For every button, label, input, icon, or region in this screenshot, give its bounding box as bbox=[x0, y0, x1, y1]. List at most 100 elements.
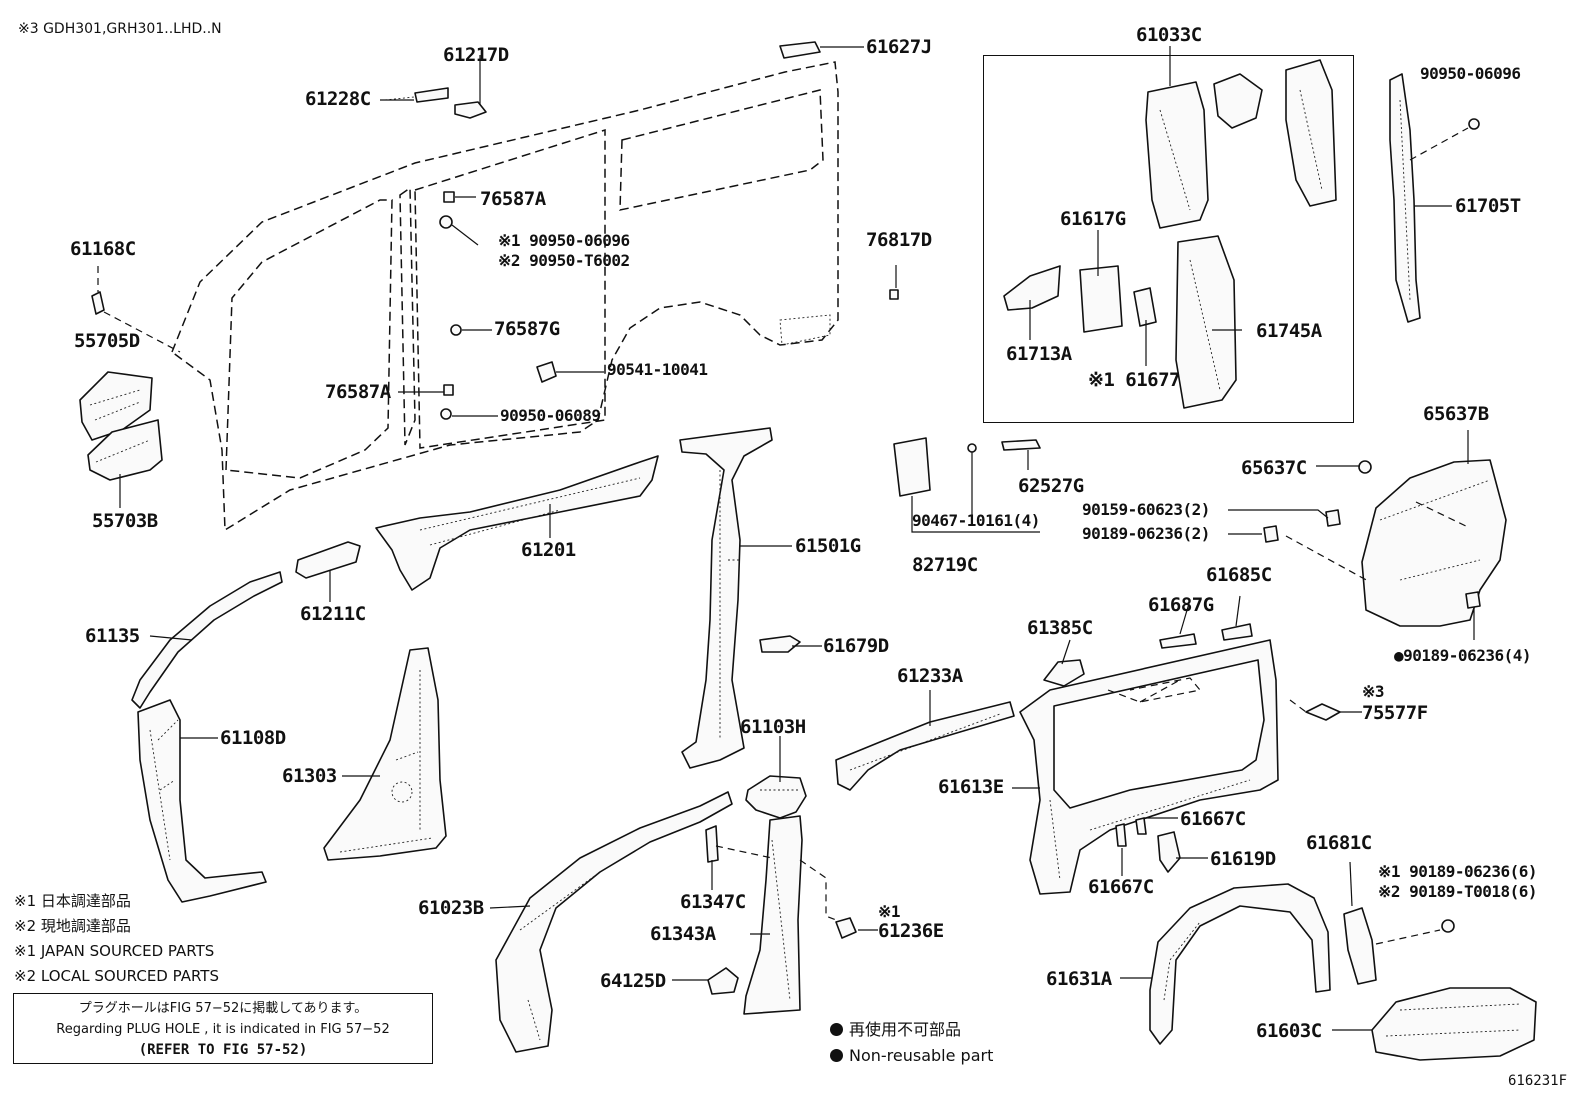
figure-id: 616231F bbox=[1508, 1073, 1568, 1089]
legend-japan-en: ※1 JAPAN SOURCED PARTS bbox=[14, 942, 215, 960]
label-61681C-note2: ※2 90189-T0018(6) bbox=[1378, 882, 1538, 901]
pillar-61108D bbox=[137, 699, 267, 903]
legend-local-en: ※2 LOCAL SOURCED PARTS bbox=[14, 967, 219, 985]
label-55703B: 55703B bbox=[92, 510, 158, 532]
label-61347C: 61347C bbox=[680, 891, 746, 913]
label-90189-06236-2: 90189-06236(2) bbox=[1082, 524, 1210, 543]
label-61228C: 61228C bbox=[305, 88, 371, 110]
label-65637B: 65637B bbox=[1423, 403, 1489, 425]
label-61667C-b: 61667C bbox=[1088, 876, 1154, 898]
plug-hole-note-box: プラグホールはFIG 57−52に掲載してあります。 Regarding PLU… bbox=[13, 993, 433, 1064]
pillar-61705T bbox=[1389, 73, 1480, 323]
screw-90189 bbox=[1441, 919, 1455, 933]
label-61385C: 61385C bbox=[1027, 617, 1093, 639]
model-note: ※3 GDH301,GRH301..LHD..N bbox=[18, 21, 222, 37]
non-reusable-dot-icon bbox=[830, 1023, 843, 1036]
label-61603C: 61603C bbox=[1256, 1020, 1322, 1042]
label-61679D: 61679D bbox=[823, 635, 889, 657]
label-61745A: 61745A bbox=[1256, 320, 1322, 342]
mudflap-82719C bbox=[893, 437, 1041, 533]
part-61681C-shape bbox=[1343, 907, 1377, 985]
plug-note-refer: (REFER TO FIG 57-52) bbox=[138, 1042, 308, 1058]
rail-61233A bbox=[835, 701, 1015, 791]
label-61201: 61201 bbox=[521, 539, 576, 561]
label-61033C: 61033C bbox=[1136, 24, 1202, 46]
label-76587A-top: 76587A bbox=[480, 188, 546, 210]
label-61705T: 61705T bbox=[1455, 195, 1521, 217]
label-90541-10041: 90541-10041 bbox=[607, 360, 708, 379]
label-61236E: 61236E bbox=[878, 920, 944, 942]
label-90467-10161: 90467-10161(4) bbox=[912, 511, 1040, 530]
label-61108D: 61108D bbox=[220, 727, 286, 749]
label-55705D: 55705D bbox=[74, 330, 140, 352]
label-90950-T6002: ※2 90950-T6002 bbox=[498, 251, 630, 270]
part-61679D-shape bbox=[759, 635, 801, 653]
label-61303: 61303 bbox=[282, 765, 337, 787]
panel-61613E bbox=[1019, 639, 1279, 895]
pillar-61501G bbox=[679, 427, 773, 769]
label-61619D: 61619D bbox=[1210, 848, 1276, 870]
label-76587G: 76587G bbox=[494, 318, 560, 340]
label-90189-06236-4: ●90189-06236(4) bbox=[1394, 646, 1532, 665]
label-90159-60623: 90159-60623(2) bbox=[1082, 500, 1210, 519]
label-75577F-mark: ※3 bbox=[1362, 682, 1385, 701]
label-61617G: 61617G bbox=[1060, 208, 1126, 230]
label-61211C: 61211C bbox=[300, 603, 366, 625]
label-61685C: 61685C bbox=[1206, 564, 1272, 586]
label-90950-06089: 90950-06089 bbox=[500, 406, 601, 425]
label-61627J: 61627J bbox=[866, 36, 932, 58]
legend-japan-jp: ※1 日本調達部品 bbox=[14, 892, 131, 910]
non-reusable-en-text: Non-reusable part bbox=[849, 1046, 994, 1065]
label-61023B: 61023B bbox=[418, 897, 484, 919]
small-brackets-top bbox=[384, 41, 821, 119]
label-64125D: 64125D bbox=[600, 970, 666, 992]
body-plugs bbox=[439, 191, 899, 420]
label-61217D: 61217D bbox=[443, 44, 509, 66]
label-61103H: 61103H bbox=[740, 716, 806, 738]
part-61211C-shape bbox=[295, 541, 361, 579]
label-61687G: 61687G bbox=[1148, 594, 1214, 616]
label-61681C: 61681C bbox=[1306, 832, 1372, 854]
plug-note-en: Regarding PLUG HOLE , it is indicated in… bbox=[56, 1022, 390, 1037]
non-reusable-dot-icon-en bbox=[830, 1049, 843, 1062]
label-82719C: 82719C bbox=[912, 554, 978, 576]
left-bracket-cluster bbox=[79, 291, 163, 481]
label-61168C: 61168C bbox=[70, 238, 136, 260]
non-reusable-en: Non-reusable part bbox=[830, 1048, 993, 1064]
liner-65637B bbox=[1263, 459, 1507, 627]
rail-61023B bbox=[495, 791, 733, 1053]
label-61631A: 61631A bbox=[1046, 968, 1112, 990]
label-61613E: 61613E bbox=[938, 776, 1004, 798]
label-76817D: 76817D bbox=[866, 229, 932, 251]
label-61501G: 61501G bbox=[795, 535, 861, 557]
side-body-outline bbox=[171, 61, 839, 532]
panel-top-brackets bbox=[1043, 623, 1341, 721]
label-61236E-mark: ※1 bbox=[878, 902, 901, 921]
group-61033C-parts bbox=[1003, 59, 1337, 409]
label-61681C-note1: ※1 90189-06236(6) bbox=[1378, 862, 1538, 881]
label-61713A: 61713A bbox=[1006, 343, 1072, 365]
label-62527G: 62527G bbox=[1018, 475, 1084, 497]
label-61677: ※1 61677 bbox=[1088, 369, 1181, 391]
rocker-61201 bbox=[375, 455, 659, 591]
label-61667C-a: 61667C bbox=[1180, 808, 1246, 830]
label-90950-06096-b: 90950-06096 bbox=[1420, 64, 1521, 83]
pillar-61303 bbox=[323, 647, 447, 861]
part-61103H-shape bbox=[745, 775, 807, 819]
leader-61681C-screw bbox=[1375, 929, 1441, 945]
label-75577F: 75577F bbox=[1362, 702, 1428, 724]
center-lower-parts bbox=[705, 815, 857, 1015]
non-reusable-jp-text: 再使用不可部品 bbox=[849, 1020, 962, 1039]
plug-note-jp: プラグホールはFIG 57−52に掲載してあります。 bbox=[78, 1001, 368, 1016]
label-65637C: 65637C bbox=[1241, 457, 1307, 479]
small-inner-parts bbox=[1115, 817, 1181, 873]
group-61033C-box bbox=[983, 55, 1354, 423]
liner-61603C bbox=[1371, 987, 1537, 1061]
label-61343A: 61343A bbox=[650, 923, 716, 945]
part-61135-shape bbox=[131, 571, 283, 709]
leader-lines bbox=[97, 46, 1475, 1031]
label-76587A-mid: 76587A bbox=[325, 381, 391, 403]
label-61233A: 61233A bbox=[897, 665, 963, 687]
